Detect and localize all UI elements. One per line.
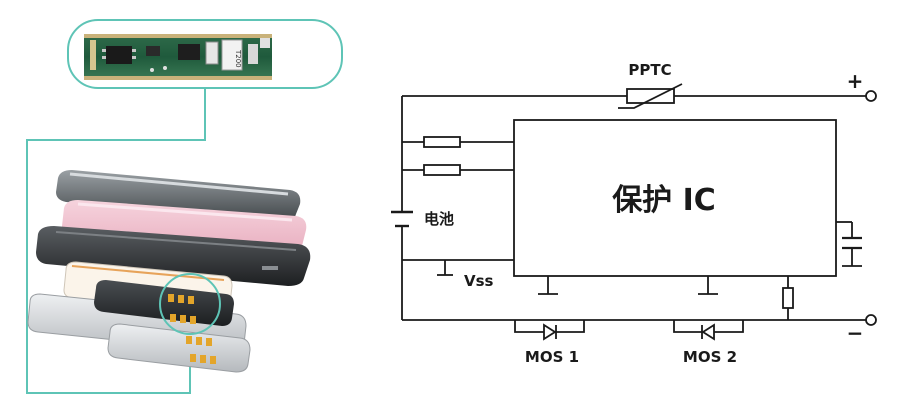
positive-terminal: [865, 90, 877, 102]
connector-line-top: [26, 88, 206, 394]
circuit-schematic: [391, 83, 877, 341]
pcb-inset: T200: [67, 19, 343, 89]
phone-stack: [36, 170, 311, 286]
battery-contacts: [168, 294, 216, 364]
mos2-diode: [701, 323, 715, 341]
contact-highlight-circle: [159, 273, 221, 335]
phone-black: [36, 226, 311, 286]
mos2-label: MOS 2: [683, 348, 737, 366]
illustration: T200: [26, 19, 343, 394]
negative-terminal-label: −: [847, 321, 864, 345]
resistor-1: [423, 136, 461, 148]
pptc-component: [626, 88, 675, 104]
negative-terminal: [865, 314, 877, 326]
circuit-labels: PPTC + − 保护 IC 电池 Vss MOS 1 MOS 2: [424, 61, 863, 366]
pptc-label: PPTC: [628, 61, 671, 79]
protection-ic-label: 保护 IC: [612, 183, 716, 218]
mos1-label: MOS 1: [525, 348, 579, 366]
battery-dark: [94, 280, 234, 326]
phone-silver: [56, 170, 301, 222]
resistor-2: [423, 164, 461, 176]
pcb-chip: [106, 46, 132, 64]
positive-terminal-label: +: [847, 69, 864, 93]
vss-label: Vss: [464, 272, 494, 290]
protection-ic-box: [513, 119, 837, 277]
pcb-marking: T200: [234, 49, 242, 68]
battery-label: 电池: [424, 210, 454, 228]
resistor-3: [782, 287, 794, 309]
mos1-diode: [543, 323, 557, 341]
